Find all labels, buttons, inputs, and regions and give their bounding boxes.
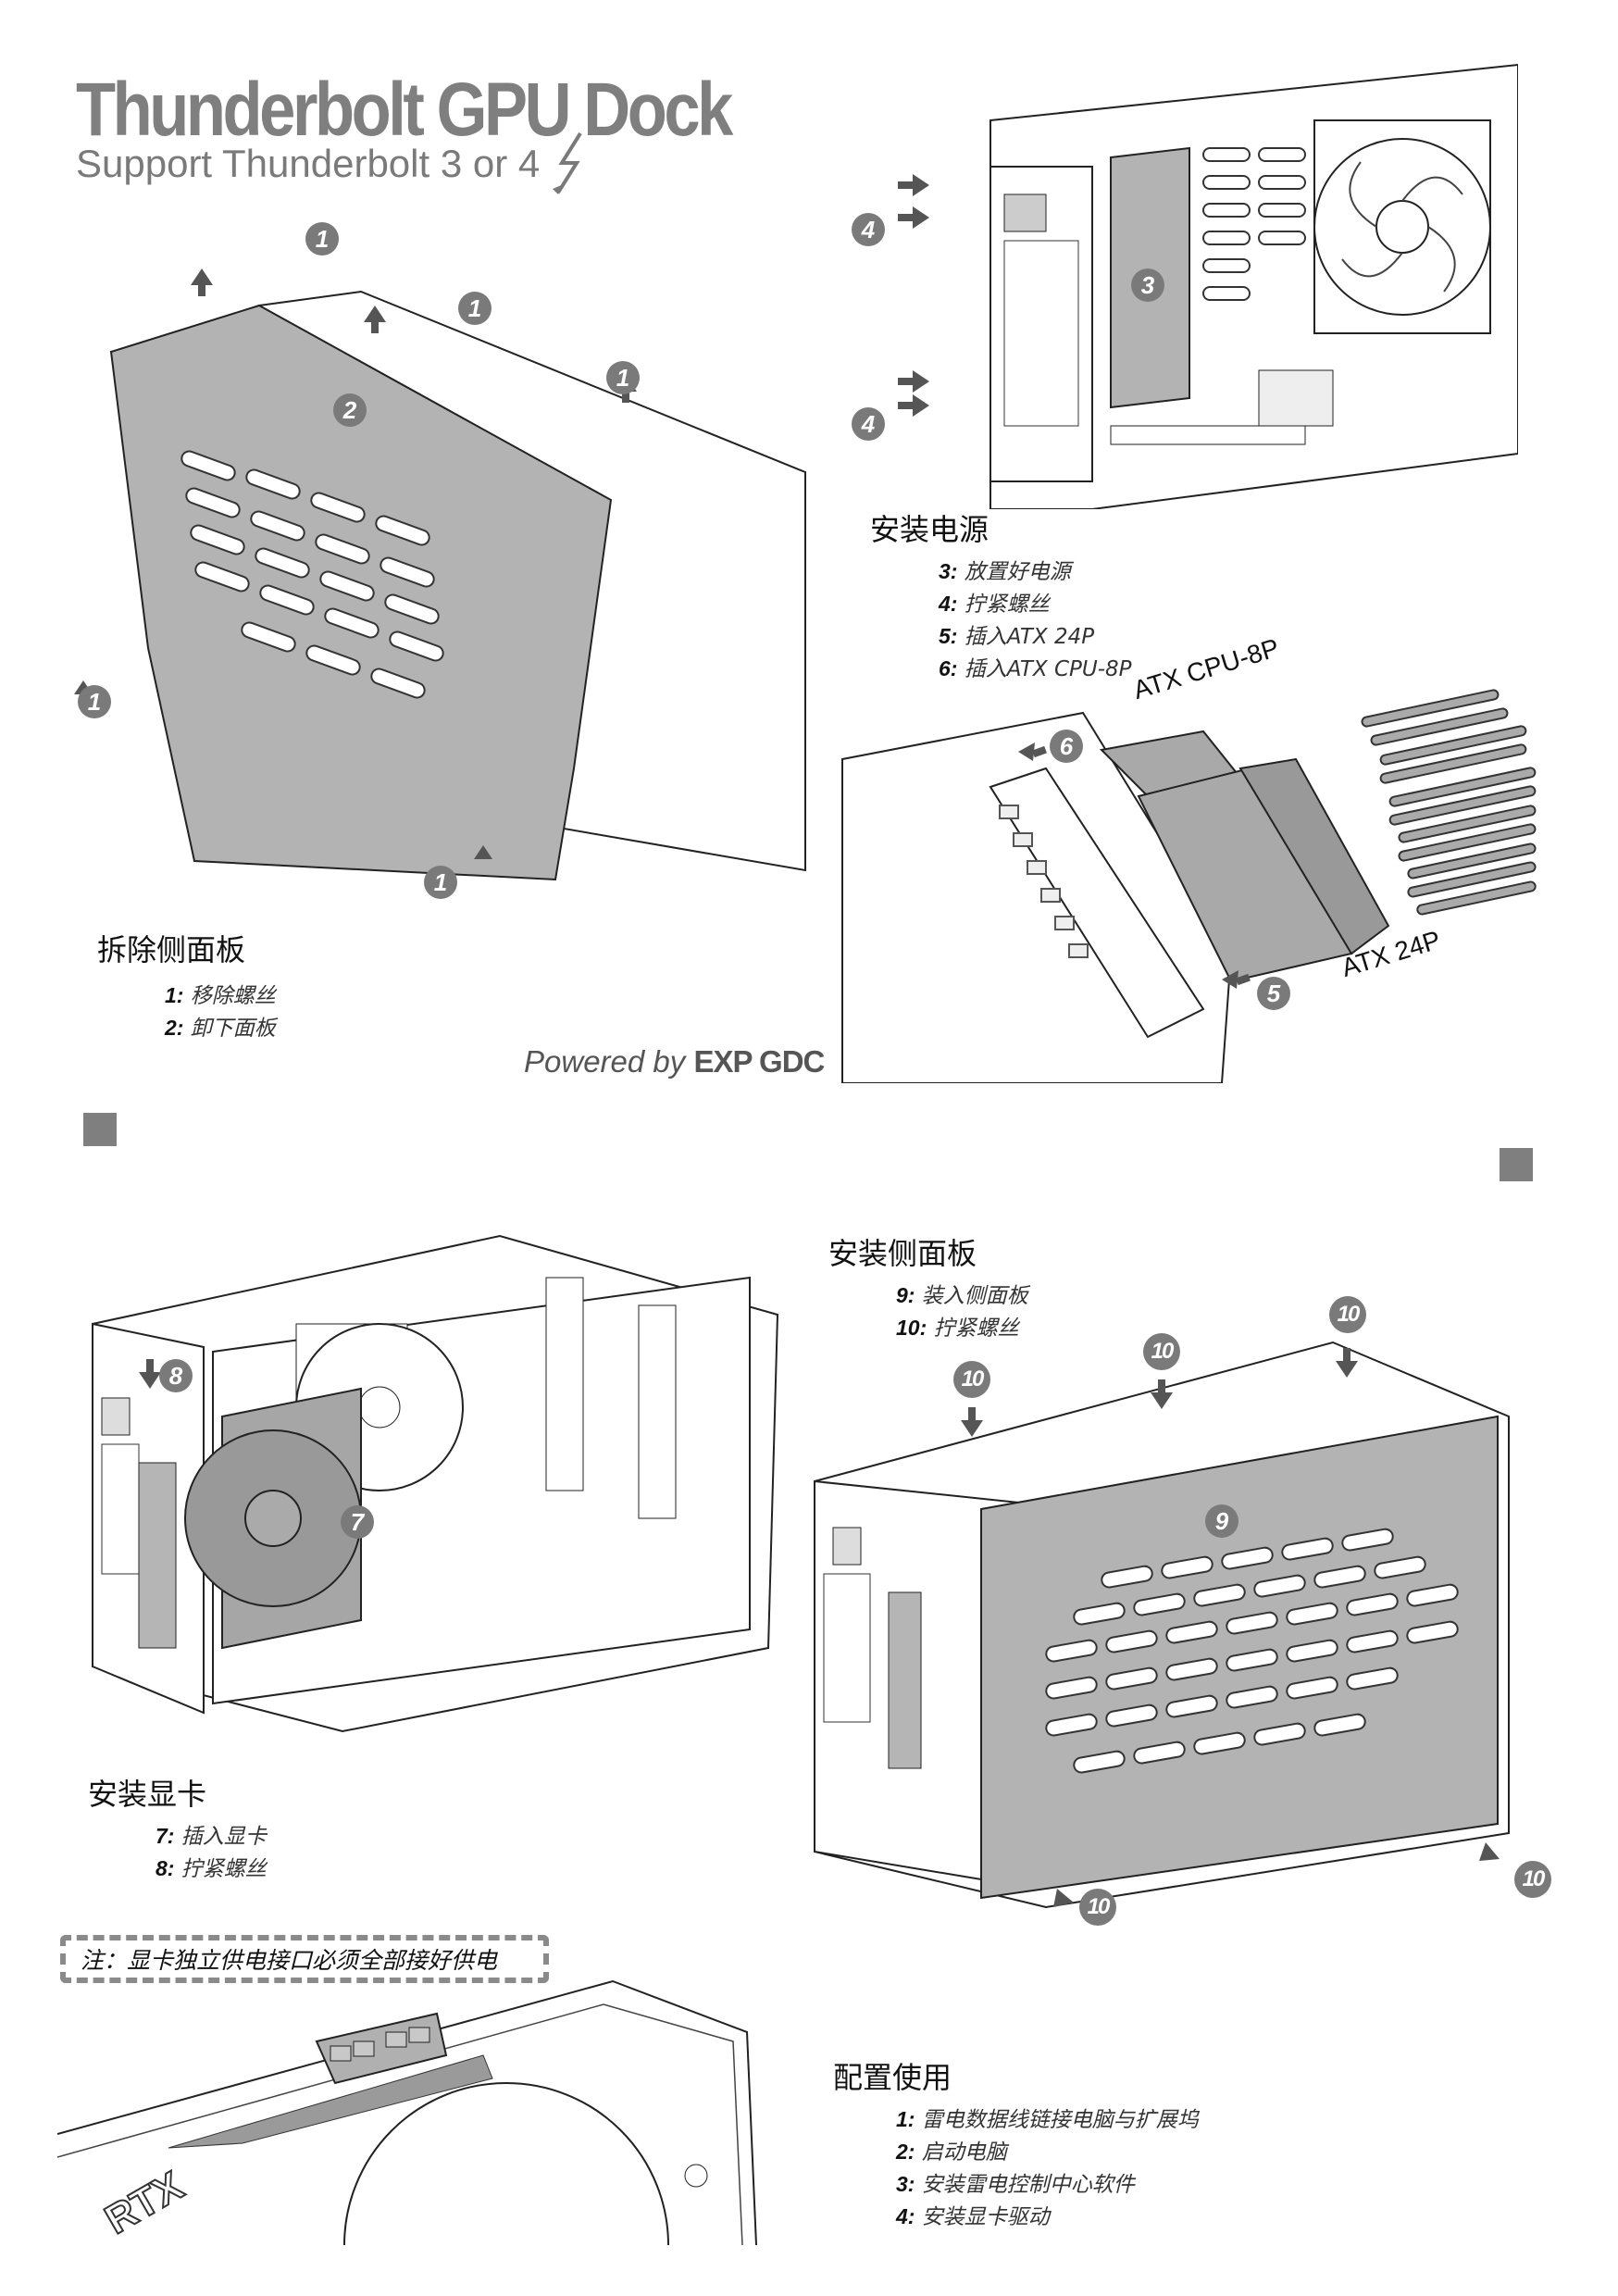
step-badge-5: 5 [1257, 977, 1290, 1010]
step-item: 9: 装入侧面板 [896, 1283, 1028, 1308]
atx-connector-drawing [841, 689, 1537, 1083]
step-list-configure: 1: 雷电数据线链接电脑与扩展坞 2: 启动电脑 3: 安装雷电控制中心软件 4… [896, 2103, 1199, 2233]
brand-name: EXP GDC [693, 1044, 825, 1079]
step-badge-1: 1 [458, 292, 492, 325]
step-badge-7: 7 [341, 1505, 374, 1539]
step-badge-8: 8 [159, 1359, 193, 1392]
step-badge-10: 10 [1329, 1296, 1366, 1333]
step-badge-10: 10 [1143, 1333, 1180, 1370]
step-item: 3: 放置好电源 [939, 559, 1071, 584]
illustration-remove-panel: 1 1 1 2 1 1 [74, 213, 815, 899]
gpu-install-drawing [92, 1234, 779, 1733]
step-list-install-psu: 3: 放置好电源 4: 拧紧螺丝 5: 插入ATX 24P 6: 插入ATX C… [939, 555, 1132, 685]
step-item: 5: 插入ATX 24P [939, 624, 1095, 649]
step-list-remove-panel: 1: 移除螺丝 2: 卸下面板 [165, 980, 276, 1044]
page-marker-right [1500, 1148, 1533, 1181]
illustration-install-psu: 3 4 4 [852, 56, 1518, 509]
step-item: 1: 雷电数据线链接电脑与扩展坞 [896, 2107, 1199, 2132]
lightning-bolt-icon [552, 131, 582, 194]
psu-case-drawing [898, 63, 1518, 509]
step-item: 2: 启动电脑 [896, 2140, 1007, 2165]
step-badge-3: 3 [1131, 268, 1164, 302]
gpu-power-drawing [57, 1979, 757, 2245]
illustration-gpu-power-connector: RTX [57, 1977, 770, 2245]
illustration-atx-connectors: ATX CPU-8P ATX 24P 6 5 [833, 633, 1537, 1083]
subtitle-text: Support Thunderbolt 3 or 4 [76, 142, 541, 185]
step-badge-6: 6 [1050, 730, 1083, 763]
document-subtitle: Support Thunderbolt 3 or 4 [76, 131, 584, 209]
dock-case-drawing [74, 268, 806, 881]
step-item: 8: 拧紧螺丝 [156, 1856, 267, 1881]
page-marker-left [83, 1113, 117, 1146]
side-panel-install-drawing [814, 1341, 1510, 1909]
step-badge-1: 1 [606, 361, 640, 394]
section-title-configure: 配置使用 [833, 2060, 952, 2095]
step-badge-4: 4 [852, 407, 885, 441]
step-item: 4: 拧紧螺丝 [939, 592, 1050, 617]
section-title-remove-panel: 拆除侧面板 [97, 932, 246, 967]
powered-by: Powered by EXP GDC [524, 1044, 825, 1079]
step-badge-10: 10 [1514, 1861, 1551, 1898]
section-title-install-psu: 安装电源 [870, 512, 989, 547]
power-connector-note: 注：显卡独立供电接口必须全部接好供电 [60, 1935, 549, 1983]
section-title-install-side-panel: 安装侧面板 [828, 1236, 977, 1271]
illustration-install-gpu: 8 7 [83, 1231, 787, 1750]
step-badge-2: 2 [333, 393, 367, 427]
step-item: 6: 插入ATX CPU-8P [939, 656, 1132, 681]
step-list-install-side-panel: 9: 装入侧面板 10: 拧紧螺丝 [896, 1279, 1028, 1344]
step-item: 7: 插入显卡 [156, 1824, 267, 1849]
step-badge-9: 9 [1205, 1504, 1238, 1538]
step-badge-1: 1 [305, 222, 339, 256]
step-badge-4: 4 [852, 213, 885, 246]
step-item: 10: 拧紧螺丝 [896, 1316, 1019, 1341]
step-item: 4: 安装显卡驱动 [896, 2204, 1050, 2229]
document-title: Thunderbolt GPU Dock [76, 68, 733, 152]
step-item: 1: 移除螺丝 [165, 983, 276, 1008]
step-badge-1: 1 [78, 685, 111, 718]
illustration-install-side-panel: 10 10 10 9 10 10 [805, 1296, 1564, 1926]
step-badge-1: 1 [424, 866, 457, 899]
step-item: 2: 卸下面板 [165, 1016, 276, 1041]
step-badge-10: 10 [1079, 1889, 1116, 1926]
step-list-install-gpu: 7: 插入显卡 8: 拧紧螺丝 [156, 1820, 267, 1885]
step-item: 3: 安装雷电控制中心软件 [896, 2172, 1135, 2197]
step-badge-10: 10 [953, 1361, 990, 1398]
section-title-install-gpu: 安装显卡 [88, 1777, 207, 1812]
